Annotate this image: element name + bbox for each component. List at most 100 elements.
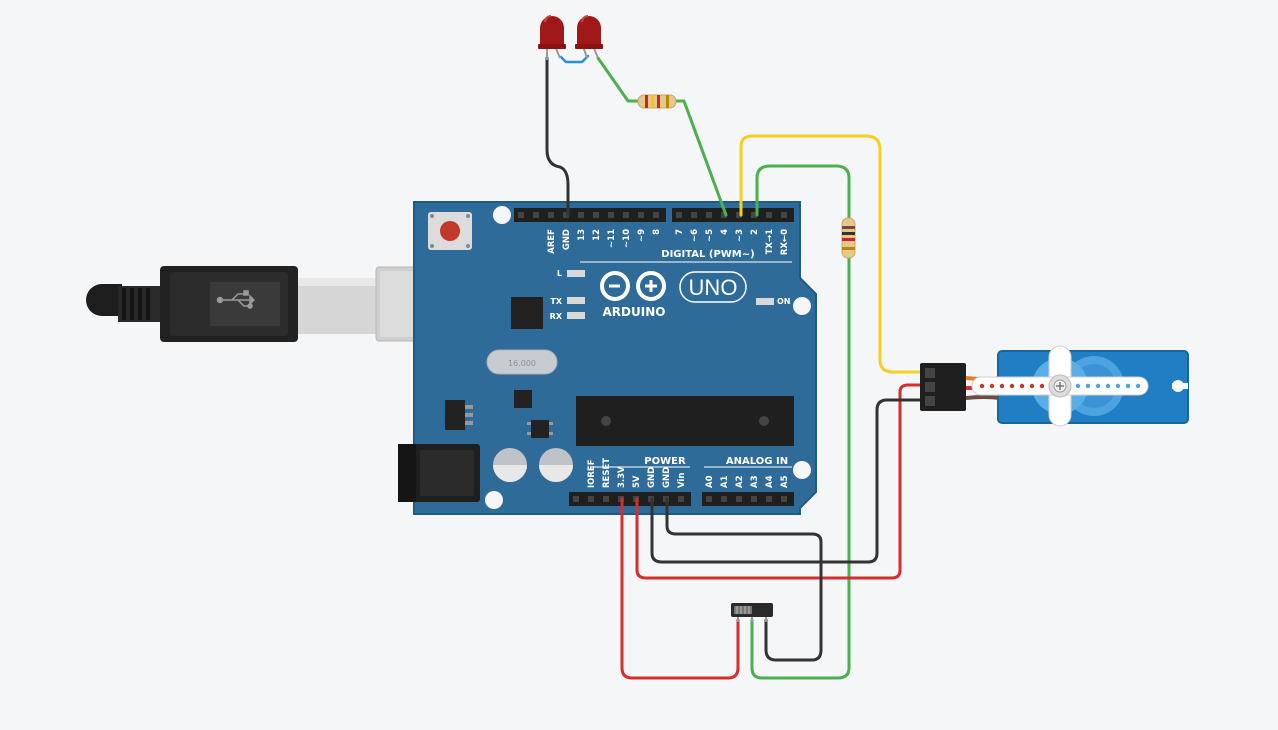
horn-hole — [1085, 383, 1091, 389]
servo-horn[interactable] — [971, 345, 1149, 427]
horn-hole — [989, 383, 995, 389]
regulator — [445, 400, 465, 430]
header-socket[interactable] — [721, 212, 727, 218]
horn-hole — [1095, 383, 1101, 389]
header-socket[interactable] — [751, 496, 757, 502]
wire-green-resistor-pin4 — [674, 99, 728, 217]
header-socket[interactable] — [578, 212, 584, 218]
pin-label: ~3 — [735, 229, 745, 242]
wire-black-led-gnd — [545, 56, 570, 217]
pin-label: ~11 — [607, 229, 617, 248]
pin-label: 8 — [652, 229, 662, 235]
header-socket[interactable] — [706, 212, 712, 218]
horn-hole — [1009, 383, 1015, 389]
header-socket[interactable] — [676, 212, 682, 218]
led-1[interactable] — [538, 15, 566, 60]
pin-label: 4 — [720, 229, 730, 235]
header-socket[interactable] — [691, 212, 697, 218]
pin-label: 13 — [577, 229, 587, 241]
pin-label: RX←0 — [780, 229, 790, 255]
header-socket[interactable] — [721, 496, 727, 502]
wire-black-gnd-switch — [665, 497, 823, 662]
pin-label: 3.3V — [617, 466, 627, 488]
horn-hole — [1135, 383, 1141, 389]
servo-motor[interactable] — [920, 345, 1189, 427]
header-socket[interactable] — [638, 212, 644, 218]
header-socket[interactable] — [736, 212, 742, 218]
header-socket[interactable] — [518, 212, 524, 218]
header-socket[interactable] — [548, 212, 554, 218]
digital-title: DIGITAL (PWM~) — [661, 249, 754, 260]
header-socket[interactable] — [766, 212, 772, 218]
header-socket[interactable] — [781, 212, 787, 218]
arduino-logo-icon — [600, 271, 666, 301]
horn-hole — [1105, 383, 1111, 389]
arduino-uno-board[interactable]: 16.000 L TX RX ON — [398, 201, 817, 515]
header-socket[interactable] — [781, 496, 787, 502]
pin-label: 2 — [750, 229, 760, 235]
pin-label: GND — [647, 467, 657, 488]
resistor-led[interactable] — [637, 94, 677, 109]
header-socket[interactable] — [653, 212, 659, 218]
horn-hole — [1029, 383, 1035, 389]
horn-hole — [1039, 383, 1045, 389]
pin-label: GND — [662, 467, 672, 488]
led-rx-label: RX — [550, 312, 563, 321]
crystal-oscillator: 16.000 — [486, 349, 558, 375]
status-leds: L TX RX ON — [550, 269, 791, 321]
crystal-label: 16.000 — [508, 359, 536, 368]
header-socket[interactable] — [588, 496, 594, 502]
header-socket[interactable] — [533, 212, 539, 218]
wire-green-led-resistor — [596, 56, 640, 103]
model-label: UNO — [689, 275, 738, 300]
pin-label: TX→1 — [765, 229, 775, 254]
header-socket[interactable] — [706, 496, 712, 502]
resistor-switch[interactable] — [841, 217, 856, 259]
power-header[interactable] — [569, 492, 691, 506]
reset-button[interactable] — [428, 212, 472, 250]
header-socket[interactable] — [608, 212, 614, 218]
slide-switch[interactable] — [731, 603, 773, 622]
analog-title: ANALOG IN — [726, 456, 788, 467]
analog-header[interactable] — [702, 492, 794, 506]
capacitor — [493, 448, 573, 482]
header-socket[interactable] — [751, 212, 757, 218]
led-tx-label: TX — [550, 297, 562, 306]
header-socket[interactable] — [603, 496, 609, 502]
header-socket[interactable] — [623, 212, 629, 218]
led-2[interactable] — [575, 15, 603, 59]
led-l-label: L — [557, 269, 562, 278]
usb-cable[interactable] — [86, 266, 376, 342]
pin-label: 7 — [675, 229, 685, 235]
pin-label: IOREF — [587, 459, 597, 488]
wire-red-3v3-switch — [620, 497, 740, 680]
pin-label: AREF — [547, 229, 557, 254]
horn-hole — [979, 383, 985, 389]
wire-red-5v-servo — [635, 383, 922, 580]
header-socket[interactable] — [766, 496, 772, 502]
header-socket[interactable] — [736, 496, 742, 502]
horn-hole — [1075, 383, 1081, 389]
pin-label: ~5 — [705, 229, 715, 242]
pin-label: RESET — [602, 458, 612, 488]
wire-yellow-servo-signal — [739, 134, 922, 374]
digital-header-left[interactable] — [514, 208, 666, 222]
brand-label: ARDUINO — [603, 305, 666, 319]
usb-icon — [216, 290, 256, 309]
mounting-hole — [493, 206, 511, 224]
digital-header-right[interactable] — [672, 208, 794, 222]
led-on-label: ON — [777, 297, 791, 306]
horn-hole — [1019, 383, 1025, 389]
wire-black-gnd-servo — [650, 398, 922, 564]
header-socket[interactable] — [563, 212, 569, 218]
atmega-chip — [576, 396, 794, 446]
header-socket[interactable] — [573, 496, 579, 502]
horn-hole — [999, 383, 1005, 389]
pin-label: A4 — [765, 475, 775, 488]
pin-label: A0 — [705, 475, 715, 488]
wires — [545, 54, 922, 680]
pin-label: Vin — [677, 473, 687, 488]
header-socket[interactable] — [593, 212, 599, 218]
header-socket[interactable] — [678, 496, 684, 502]
